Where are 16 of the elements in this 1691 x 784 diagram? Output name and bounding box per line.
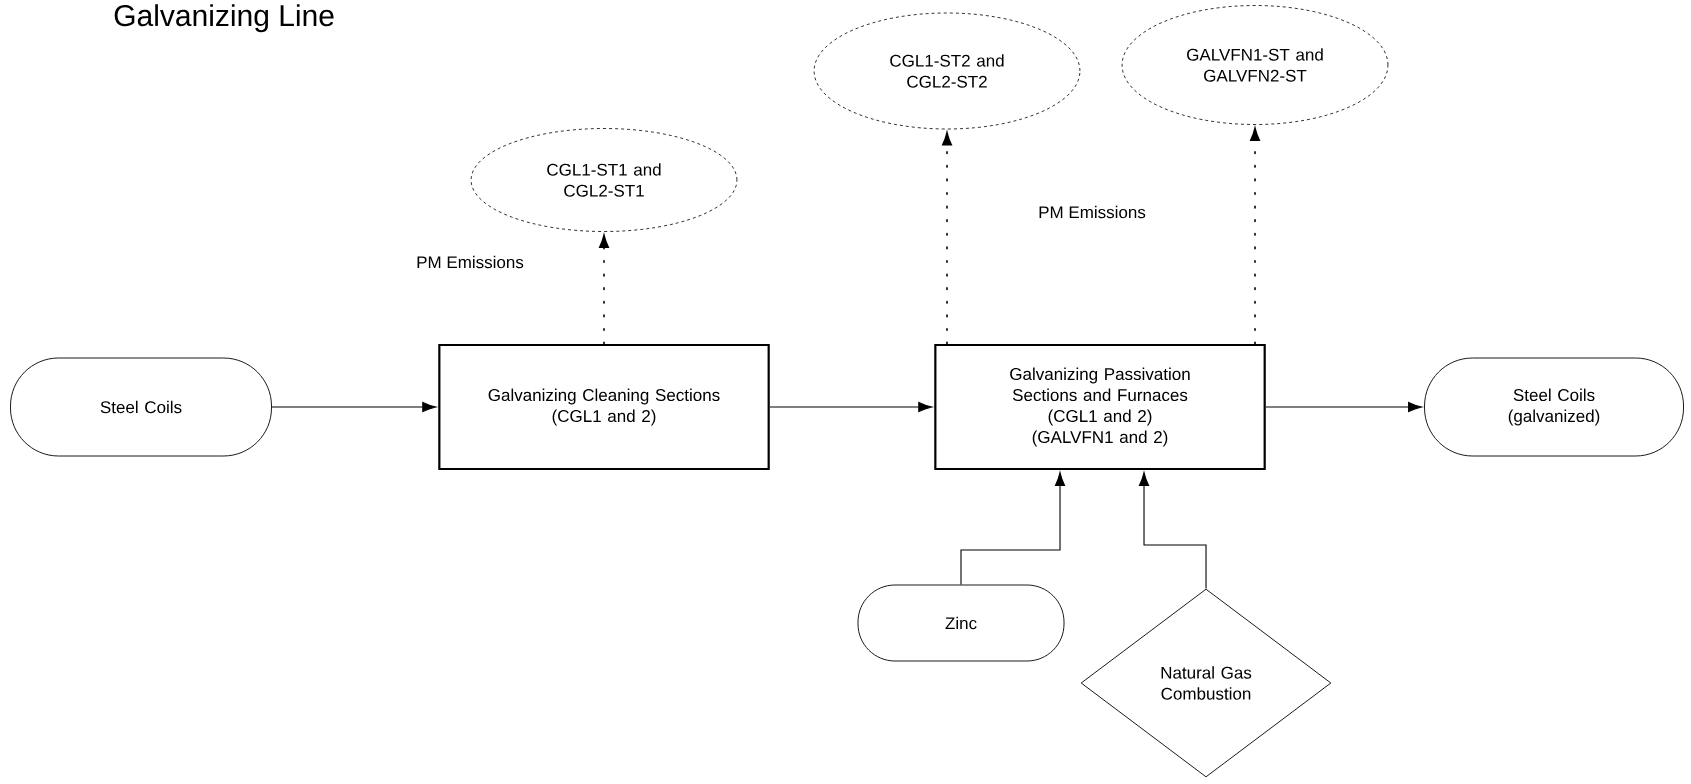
output-terminal: Steel Coils (galvanized) <box>1424 357 1684 457</box>
arrow <box>1265 401 1423 413</box>
arrow <box>1250 127 1260 345</box>
arrow <box>769 401 933 413</box>
arrow <box>942 132 952 345</box>
input-terminal: Zinc <box>857 584 1065 662</box>
arrow <box>1138 472 1207 590</box>
title: Galvanizing Line <box>114 4 334 33</box>
process-box: Galvanizing Passivation Sections and Furnaces (CGL1 and 2) (GALVFN1 and 2) <box>934 343 1266 471</box>
emission-label: PM Emissions <box>1039 205 1146 219</box>
arrow <box>960 472 1066 586</box>
input-terminal: Steel Coils <box>10 357 272 457</box>
arrow <box>599 234 609 345</box>
arrow <box>271 401 437 413</box>
emission-label: PM Emissions <box>417 255 524 269</box>
process-box: Galvanizing Cleaning Sections (CGL1 and 2) <box>438 343 770 471</box>
